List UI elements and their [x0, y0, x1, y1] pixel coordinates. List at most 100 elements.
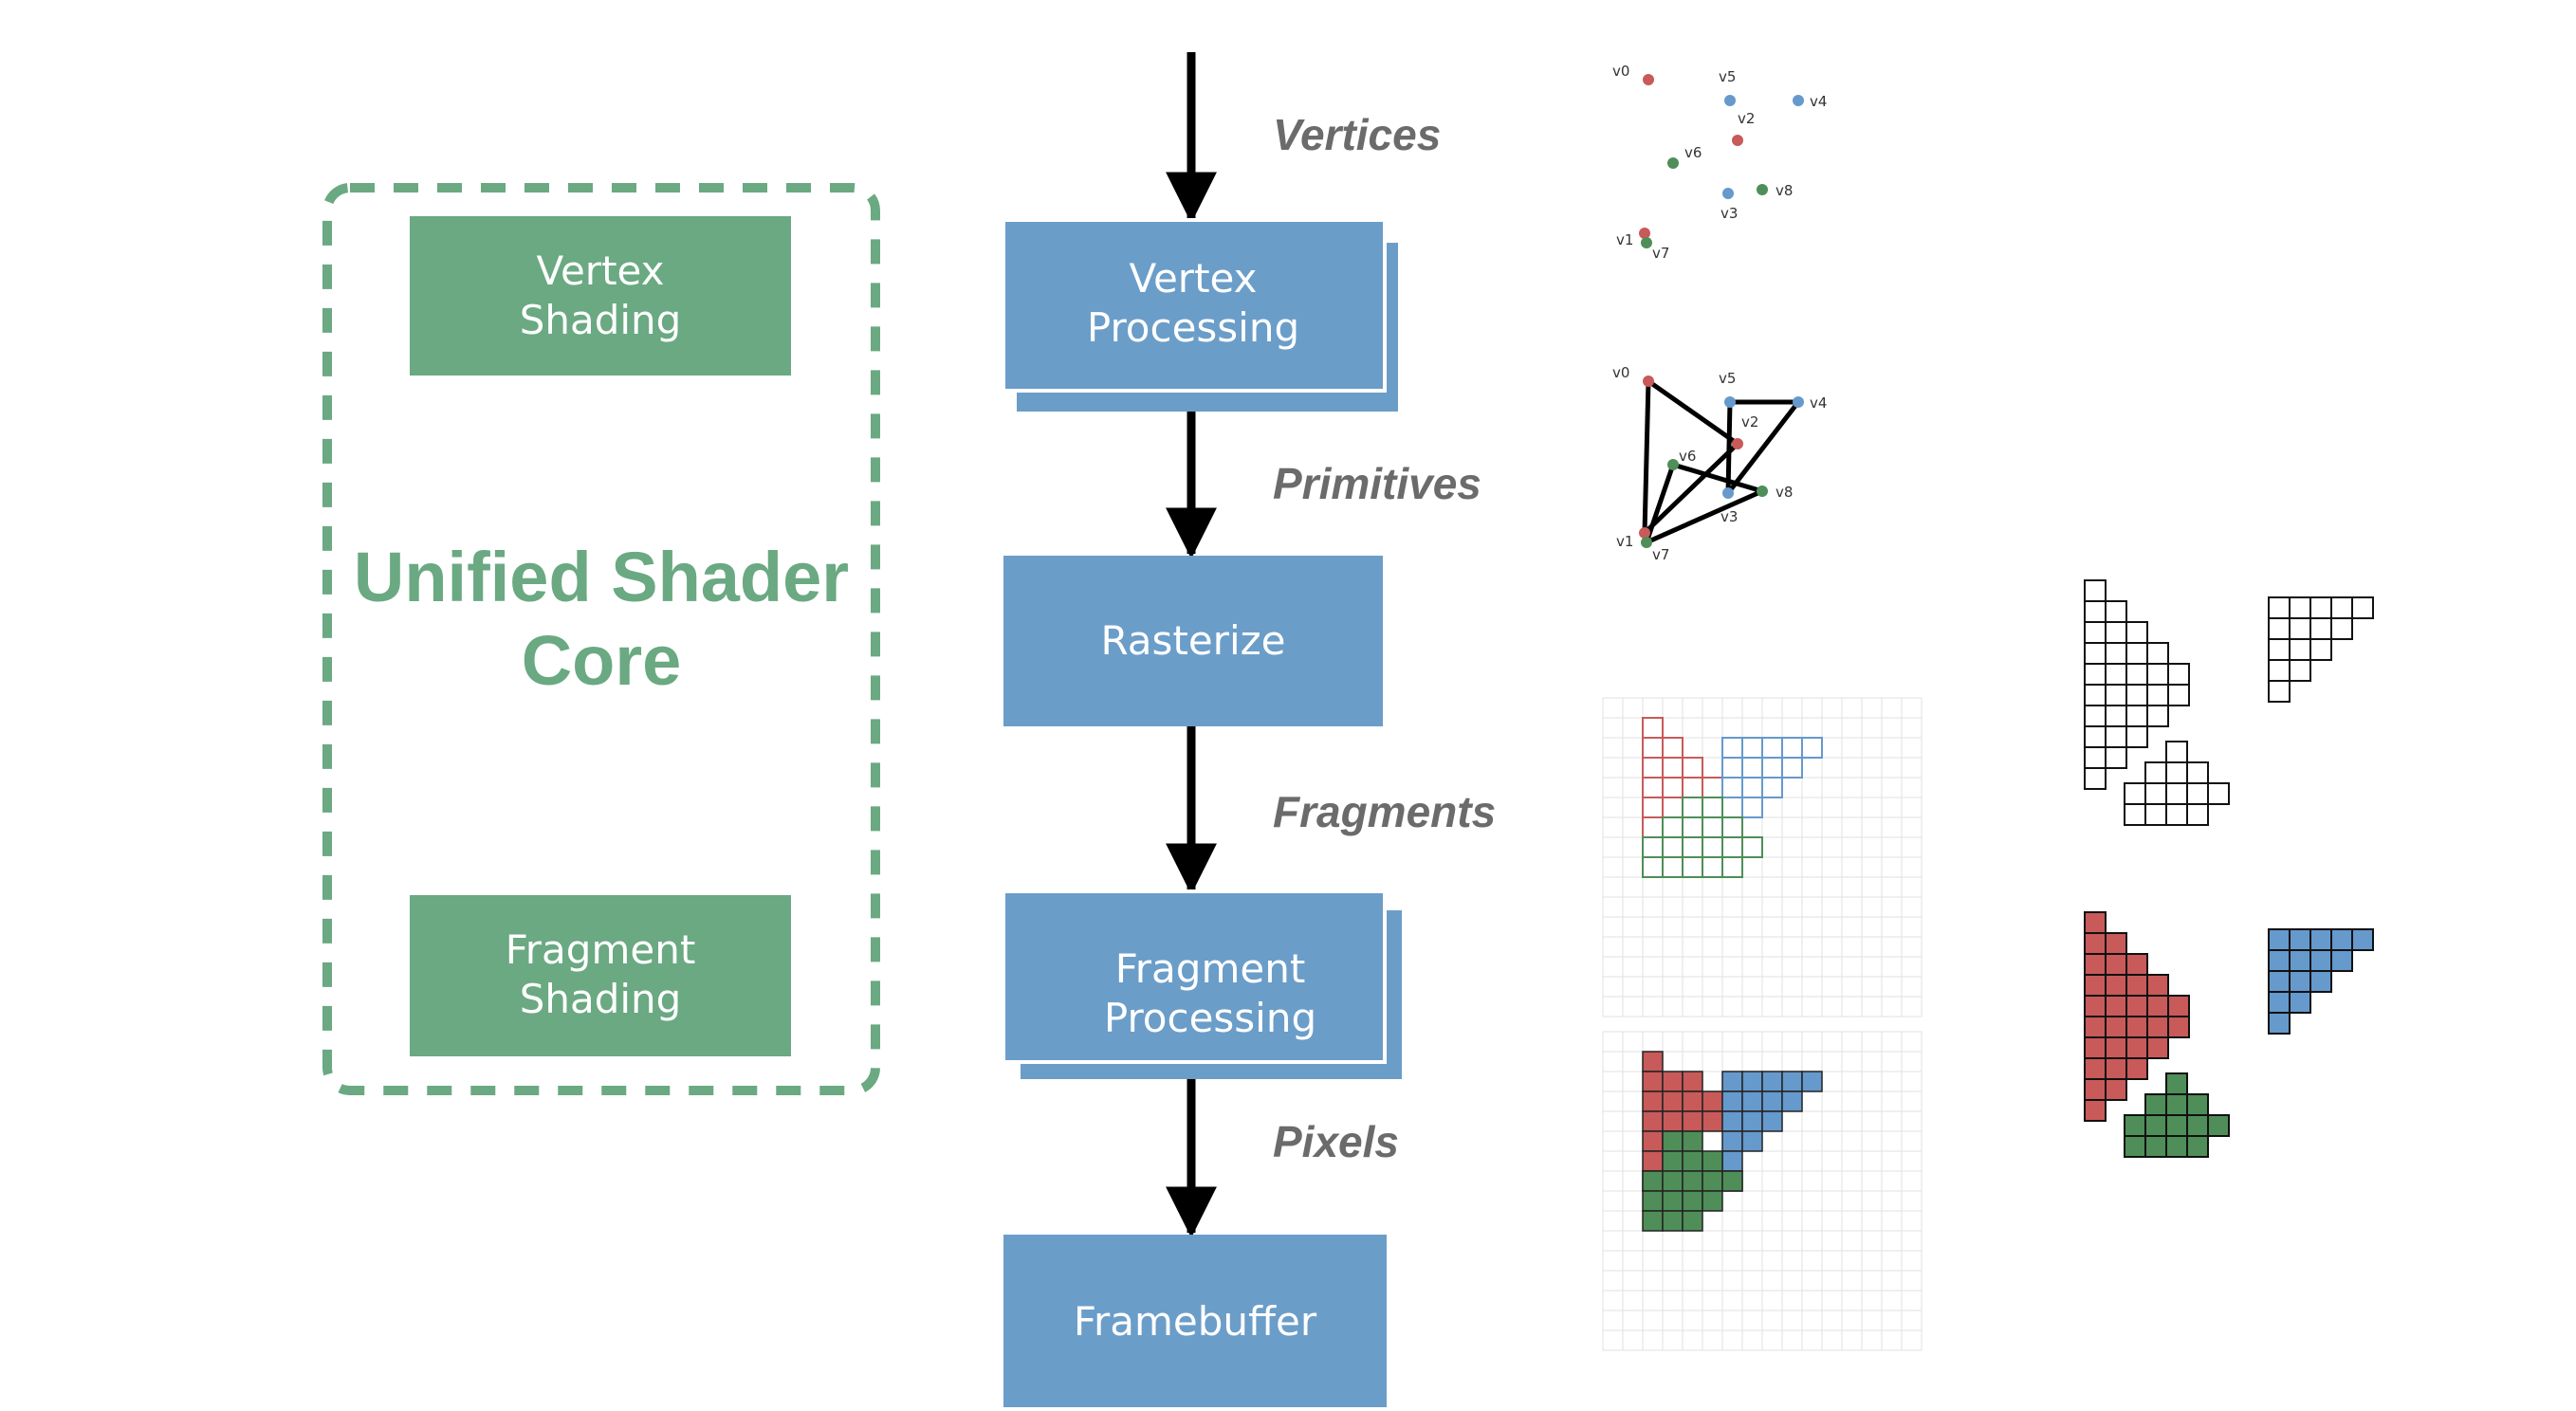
background-grid-cell	[1682, 1051, 1703, 1072]
background-grid-cell	[1821, 777, 1843, 798]
fragment-shape-outline-cell	[2351, 596, 2374, 619]
background-grid-cell	[1881, 996, 1903, 1017]
fragment-shape-outline-cell	[2084, 579, 2107, 602]
background-grid-cell	[1781, 697, 1803, 719]
background-grid-cell	[1761, 717, 1783, 739]
fragment-cell-blue	[1721, 797, 1743, 818]
fragment-shape-red-cell	[2084, 911, 2107, 934]
background-grid-cell	[1622, 1270, 1644, 1292]
background-grid-cell	[1741, 1290, 1763, 1311]
fragment-cell-red	[1721, 797, 1743, 818]
background-grid-cell	[1801, 1190, 1823, 1212]
primitive-label-v8: v8	[1776, 484, 1793, 501]
background-grid-cell	[1861, 1329, 1883, 1351]
fragment-cell-green	[1702, 816, 1723, 838]
background-grid-cell	[1781, 936, 1803, 958]
background-grid-cell	[1781, 1031, 1803, 1053]
pixel-cell-green	[1702, 1170, 1723, 1192]
background-grid-cell	[1761, 1270, 1783, 1292]
background-grid-cell	[1662, 956, 1684, 978]
pixel-cell-green	[1642, 1190, 1664, 1212]
pixel-cell-red	[1642, 1071, 1664, 1092]
fragment-shape-outline-cell	[2146, 705, 2169, 727]
background-grid-cell	[1881, 1090, 1903, 1112]
fragment-shapes-outline	[2084, 579, 2374, 826]
fragment-shape-red-cell	[2125, 995, 2148, 1017]
background-grid-cell	[1702, 737, 1723, 759]
background-grid-cell	[1642, 717, 1664, 739]
fragment-shape-outline-cell	[2165, 761, 2188, 784]
background-grid-cell	[1901, 1031, 1923, 1053]
fragment-shape-blue-cell	[2330, 949, 2353, 972]
background-grid-cell	[1781, 996, 1803, 1017]
background-grid-cell	[1821, 836, 1843, 858]
fragment-shape-blue-cell	[2309, 970, 2332, 993]
background-grid-cell	[1761, 1150, 1783, 1172]
vertex-label-v4: v4	[1810, 93, 1827, 110]
background-grid-cell	[1761, 1329, 1783, 1351]
background-grid-cell	[1702, 1210, 1723, 1232]
background-grid-cell	[1781, 1270, 1803, 1292]
rasterize-box: Rasterize	[1003, 556, 1383, 726]
fragment-shape-red-cell	[2084, 953, 2107, 976]
background-grid-cell	[1741, 1170, 1763, 1192]
background-grid-cell	[1841, 976, 1863, 998]
background-grid-cell	[1702, 777, 1723, 798]
background-grid-cell	[1841, 956, 1863, 978]
background-grid-cell	[1841, 916, 1863, 938]
background-grid-cell	[1721, 737, 1743, 759]
background-grid-cell	[1702, 936, 1723, 958]
fragment-cell-blue	[1721, 777, 1743, 798]
fragment-shape-outline-cell	[2125, 705, 2148, 727]
background-grid-cell	[1682, 836, 1703, 858]
background-grid-cell	[1662, 996, 1684, 1017]
background-grid-cell	[1781, 757, 1803, 779]
fragment-shape-red-cell	[2105, 1078, 2127, 1101]
background-grid-cell	[1761, 697, 1783, 719]
background-grid-cell	[1721, 896, 1743, 918]
pixel-cell-blue	[1781, 1071, 1803, 1092]
pixel-cell-red	[1662, 1110, 1684, 1132]
core-dashed-border	[322, 183, 880, 1095]
background-grid-cell	[1622, 976, 1644, 998]
background-grid-cell	[1901, 1150, 1923, 1172]
background-grid-cell	[1901, 1210, 1923, 1232]
background-grid-cell	[1622, 1290, 1644, 1311]
fragment-shape-red-cell	[2125, 974, 2148, 997]
background-grid-cell	[1642, 936, 1664, 958]
background-grid-cell	[1901, 836, 1923, 858]
background-grid-cell	[1781, 1329, 1803, 1351]
fragment-cell-red	[1642, 777, 1664, 798]
framebuffer-label: Framebuffer	[1074, 1298, 1317, 1345]
pixel-cell-green	[1682, 1130, 1703, 1152]
background-grid-cell	[1662, 717, 1684, 739]
fragment-shape-blue-cell	[2268, 991, 2291, 1014]
background-grid-cell	[1861, 697, 1883, 719]
background-grid-cell	[1602, 1031, 1624, 1053]
fragment-cell-blue	[1741, 797, 1763, 818]
background-grid-cell	[1861, 1170, 1883, 1192]
vertices-illustration: v0 v5 v4 v2 v6 v8 v3 v1 v7	[1612, 63, 1827, 262]
background-grid-cell	[1622, 717, 1644, 739]
background-grid-cell	[1781, 1110, 1803, 1132]
background-grid-cell	[1702, 1310, 1723, 1331]
background-grid-cell	[1702, 896, 1723, 918]
background-grid-cell	[1741, 956, 1763, 978]
background-grid-cell	[1761, 1130, 1783, 1152]
fragment-shape-outline-cell	[2186, 782, 2209, 805]
background-grid-cell	[1741, 1230, 1763, 1252]
fragment-shape-blue-cell	[2309, 928, 2332, 951]
fragment-cell-blue	[1801, 737, 1823, 759]
fragment-cell-green	[1682, 836, 1703, 858]
fragment-shape-outline-cell	[2165, 803, 2188, 826]
background-grid-cell	[1781, 737, 1803, 759]
background-grid-cell	[1622, 996, 1644, 1017]
background-grid-cell	[1741, 1031, 1763, 1053]
background-grid-cell	[1801, 976, 1823, 998]
background-grid-cell	[1682, 876, 1703, 898]
background-grid-cell	[1821, 876, 1843, 898]
fragment-shape-outline-cell	[2125, 621, 2148, 644]
pixel-cell-green	[1682, 1190, 1703, 1212]
background-grid-cell	[1702, 1290, 1723, 1311]
background-grid-cell	[1741, 697, 1763, 719]
